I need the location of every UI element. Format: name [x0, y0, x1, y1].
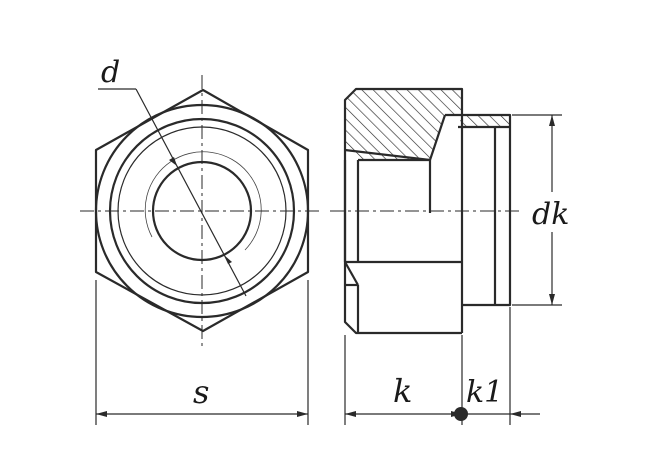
dk-arrow-top: [549, 115, 555, 126]
front-view: d: [80, 55, 322, 346]
flange-outline: [462, 113, 512, 307]
label-s: s: [193, 373, 209, 411]
flange-section-hatch: [458, 115, 510, 127]
k-arrow-left: [345, 411, 356, 417]
hex-section-lower-edge: [344, 148, 431, 162]
hex-body-outline: [343, 87, 464, 335]
k1-arrow-right: [510, 411, 521, 417]
label-k1: k1: [466, 375, 503, 410]
thread-arc: [144, 151, 262, 251]
s-arrow-left: [96, 411, 107, 417]
hex-section-hatch: [345, 89, 462, 160]
hexagon-outline: [94, 88, 310, 333]
label-k: k: [393, 372, 412, 410]
side-view: dk: [330, 87, 569, 335]
hex-face-line: [344, 261, 359, 286]
diameter-arrow-upper: [169, 157, 177, 166]
label-dk: dk: [532, 197, 569, 232]
k1-dot-marker: [454, 407, 468, 421]
diameter-arrow-lower: [224, 255, 232, 264]
dimension-s: s: [95, 280, 309, 425]
dimension-k: k k1: [344, 307, 540, 425]
dk-arrow-bottom: [549, 294, 555, 305]
hex-section-slope: [428, 114, 447, 161]
s-arrow-right: [297, 411, 308, 417]
label-d: d: [101, 55, 120, 90]
